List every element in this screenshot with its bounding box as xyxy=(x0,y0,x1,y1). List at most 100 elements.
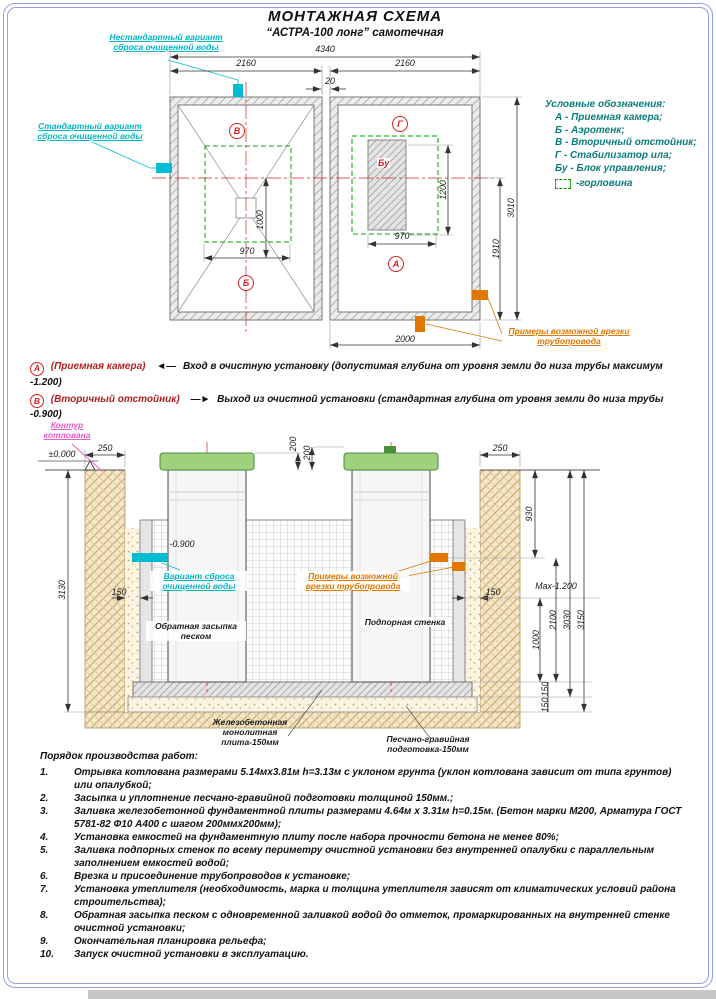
work-order-item: 3. Заливка железобетонной фундаментной п… xyxy=(40,805,690,831)
work-order-item: 6. Врезка и присоединение трубопроводов … xyxy=(40,870,690,883)
control-unit-block xyxy=(367,139,407,231)
lid-vent xyxy=(384,446,396,453)
dim-3030: 3030 xyxy=(562,610,572,630)
dim-3150: 3150 xyxy=(576,610,586,630)
dim-2000: 2000 xyxy=(395,334,415,344)
work-order-item: 7. Установка утеплителя (необходимость, … xyxy=(40,883,690,909)
dim-200-b: 200 xyxy=(302,445,312,461)
label-minus-0900: -0.900 xyxy=(169,539,195,549)
work-order-text: Обратная засыпка песком с одновременной … xyxy=(74,910,670,934)
work-order-num: 6. xyxy=(40,871,49,882)
note-outlet-arrow-icon: —► xyxy=(190,393,211,405)
label-max-depth: Max-1.200 xyxy=(535,581,577,591)
drawing-subtitle: “АСТРА-100 лонг” самотечная xyxy=(266,27,444,39)
bottom-window-edge xyxy=(88,990,716,999)
work-order-text: Заливка железобетонной фундаментной плит… xyxy=(74,806,682,830)
chamber-marker-a: А xyxy=(388,256,404,272)
work-order-num: 7. xyxy=(40,884,49,895)
note-inlet: А (Приемная камера) ◄— Вход в очистную у… xyxy=(30,360,694,389)
work-order-num: 5. xyxy=(40,845,49,856)
note-outlet: В (Вторичный отстойник) —► Выход из очис… xyxy=(30,393,694,422)
notes: А (Приемная камера) ◄— Вход в очистную у… xyxy=(30,360,694,426)
work-order-num: 9. xyxy=(40,936,49,947)
chamber-marker-bu: Бу xyxy=(377,158,391,168)
work-order-num: 4. xyxy=(40,832,49,843)
legend-item-bu: Бу - Блок управления; xyxy=(555,162,667,174)
level-mark xyxy=(84,460,96,471)
drawing-title: МОНТАЖНАЯ СХЕМА xyxy=(267,8,443,25)
dim-970-left: 970 xyxy=(239,246,255,256)
work-order-text: Окончательная планировка рельефа; xyxy=(74,936,267,947)
dim-1000: 1000 xyxy=(255,210,265,230)
work-order-item: 5. Заливка подпорных стенок по всему пер… xyxy=(40,844,690,870)
plan-view xyxy=(91,52,522,349)
gravel-prep xyxy=(127,696,478,713)
legend-title: Условные обозначения: xyxy=(545,99,666,110)
legend-item-a: А - Приемная камера; xyxy=(555,111,663,123)
label-gravel-prep: Песчано-гравийная подготовка-150мм xyxy=(386,734,470,755)
work-order-text: Отрывка котлована размерами 5.14мх3.81м … xyxy=(74,767,672,791)
work-order-text: Запуск очистной установки в эксплуатацию… xyxy=(74,949,309,960)
work-order: Порядок производства работ: 1. Отрывка к… xyxy=(40,750,690,961)
chamber-marker-g: Г xyxy=(392,116,408,132)
dim-2160-left: 2160 xyxy=(236,58,256,68)
tank-lid-right xyxy=(343,452,439,471)
work-order-num: 2. xyxy=(40,793,49,804)
standard-discharge-pipe xyxy=(156,163,172,173)
dim-150-right: 150 xyxy=(485,587,501,597)
work-order-item: 2. Засыпка и уплотнение песчано-гравийно… xyxy=(40,792,690,805)
dim-3010: 3010 xyxy=(506,198,516,218)
dim-150-left: 150 xyxy=(111,587,127,597)
label-concrete-slab: Железобетонная монолитная плита-150мм xyxy=(212,717,288,748)
note-inlet-arrow-icon: ◄— xyxy=(156,361,177,372)
work-order-num: 3. xyxy=(40,806,49,817)
tap-pipe-right xyxy=(472,290,488,300)
work-order-num: 8. xyxy=(40,910,49,921)
label-plan-pipe-taps: Примеры возможной врезки трубопровода xyxy=(508,326,630,347)
note-inlet-marker: А xyxy=(30,361,44,376)
dim-200-a: 200 xyxy=(288,436,298,452)
work-order-item: 8. Обратная засыпка песком с одновременн… xyxy=(40,909,690,935)
work-order-text: Врезка и присоединение трубопроводов к у… xyxy=(74,871,351,882)
dim-1910: 1910 xyxy=(491,239,501,259)
outlet-pipe-section xyxy=(132,553,168,562)
work-order-title: Порядок производства работ: xyxy=(40,751,198,762)
tap-pipe-section-2 xyxy=(452,562,465,571)
dim-150-prep: 150 xyxy=(540,697,550,713)
label-section-pipe-taps: Примеры возможной врезки трубопровода xyxy=(297,571,409,592)
legend-item-g: Г - Стабилизатор ила; xyxy=(555,150,672,162)
note-outlet-text: Выход из очистной установки (стандартная… xyxy=(30,393,664,421)
retaining-wall-left xyxy=(139,519,153,683)
dim-250-left: 250 xyxy=(97,443,113,453)
dim-3130: 3130 xyxy=(57,580,67,600)
plan-right-tank xyxy=(329,96,481,321)
plan-dimension-lines xyxy=(169,52,522,349)
work-order-text: Установка емкостей на фундаментную плиту… xyxy=(74,832,559,843)
work-order-text: Заливка подпорных стенок по всему периме… xyxy=(74,845,654,869)
work-order-text: Установка утеплителя (необходимость, мар… xyxy=(74,884,676,908)
concrete-slab xyxy=(132,681,473,698)
tap-pipe-bottom xyxy=(415,316,425,332)
dim-2100: 2100 xyxy=(548,610,558,630)
work-order-item: 1. Отрывка котлована размерами 5.14мх3.8… xyxy=(40,766,690,792)
label-discharge-variant: Вариант сброса очищенной воды xyxy=(150,571,248,592)
label-zero-level: ±0.000 xyxy=(48,449,76,459)
dim-1000: 1000 xyxy=(531,630,541,650)
dim-930: 930 xyxy=(524,506,534,522)
label-pit-contour: Контур котлована xyxy=(43,420,91,441)
tap-pipe-section-1 xyxy=(430,553,448,562)
note-outlet-name: (Вторичный отстойник) xyxy=(50,393,180,405)
chamber-marker-b: Б xyxy=(238,275,254,291)
dim-20: 20 xyxy=(325,76,335,86)
label-nonstandard-discharge: Нестандартный вариант сброса очищенной в… xyxy=(109,32,223,53)
section-soil xyxy=(84,469,521,729)
dim-4340: 4340 xyxy=(315,44,335,54)
work-order-text: Засыпка и уплотнение песчано-гравийной п… xyxy=(74,793,454,804)
label-standard-discharge: Стандартный вариант сброса очищенной вод… xyxy=(37,121,143,142)
tank-lid-left xyxy=(159,452,255,471)
plan-pipes xyxy=(156,84,488,332)
chamber-marker-v: В xyxy=(229,123,245,139)
note-inlet-text: Вход в очистную установку (допустимая гл… xyxy=(30,361,663,388)
label-backfill: Обратная засыпка песком xyxy=(146,621,246,642)
legend: Условные обозначения: А - Приемная камер… xyxy=(545,99,711,191)
